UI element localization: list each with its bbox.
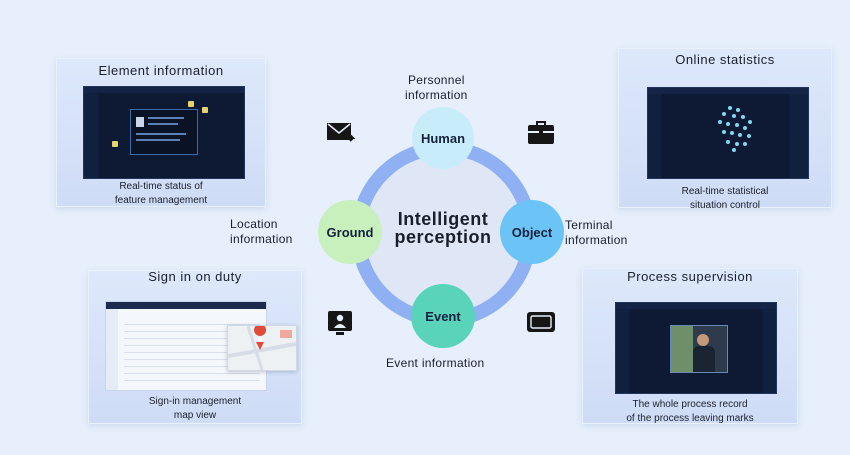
panel-title: Process supervision	[627, 269, 753, 284]
panel-title: Sign in on duty	[148, 269, 242, 284]
person-monitor-icon	[328, 311, 352, 335]
panel-process-supervision: Process supervision The whole process re…	[582, 268, 798, 424]
panel-caption: Real-time statistical situation control	[681, 186, 769, 211]
center-title: Intelligent perception	[394, 209, 492, 247]
card-icon	[527, 312, 555, 332]
process-screenshot	[615, 302, 777, 394]
label-location-information: Location information	[230, 217, 293, 246]
label-event-information: Event information	[386, 356, 485, 370]
panel-sign-in-on-duty: Sign in on duty Sign-in management map v…	[88, 269, 302, 424]
mail-send-icon	[327, 123, 356, 142]
panel-online-statistics: Online statistics Real-time stati	[618, 48, 832, 211]
panel-title: Element information	[98, 63, 224, 78]
map-popup	[227, 325, 297, 371]
node-human: Human	[412, 107, 474, 169]
panel-caption: Sign-in management map view	[148, 396, 242, 421]
node-event: Event	[411, 284, 475, 348]
panel-title: Online statistics	[675, 52, 775, 67]
label-terminal-information: Terminal information	[565, 218, 628, 247]
online-screenshot	[647, 87, 809, 179]
panel-caption: Real-time status of feature management	[114, 181, 208, 206]
panel-element-information: Element information Real-time status of …	[56, 58, 266, 207]
panel-caption: The whole process record of the process …	[626, 399, 754, 424]
briefcase-icon	[528, 121, 554, 144]
video-frame	[670, 325, 728, 373]
node-ground: Ground	[318, 200, 382, 264]
node-object: Object	[500, 200, 564, 264]
cluster-map	[710, 102, 762, 154]
label-personnel-information: Personnel information	[405, 73, 468, 102]
element-screenshot	[83, 86, 245, 179]
